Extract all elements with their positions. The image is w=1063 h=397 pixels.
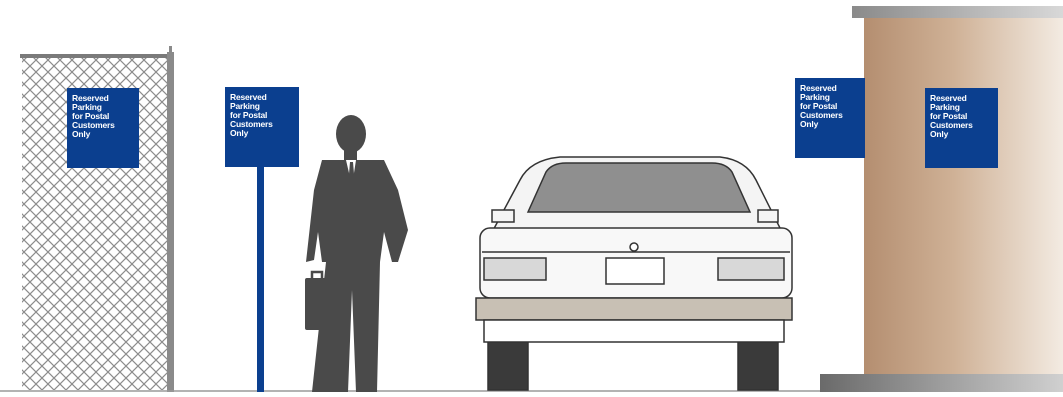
left-mirror (492, 210, 514, 222)
rear-bumper (476, 298, 792, 320)
reserved-parking-sign-column: Reserved Parking for Postal Customers On… (925, 88, 998, 168)
fence-post (167, 52, 174, 392)
reserved-parking-sign-post: Reserved Parking for Postal Customers On… (225, 87, 299, 167)
license-plate (606, 258, 664, 284)
column-cap (852, 6, 1063, 18)
car-rear-view (476, 157, 792, 390)
sign-line: Only (72, 130, 135, 139)
fence-top-rail (20, 54, 172, 58)
sign-line: Only (230, 129, 295, 138)
neck (344, 150, 357, 160)
sign-line: Only (930, 130, 994, 139)
reserved-parking-sign-fence: Reserved Parking for Postal Customers On… (67, 88, 139, 168)
briefcase-handle (312, 272, 322, 280)
head (336, 115, 366, 153)
fence-post-cap (169, 46, 172, 54)
reserved-parking-sign-column-edge: Reserved Parking for Postal Customers On… (795, 78, 865, 158)
rear-window (528, 163, 750, 212)
businessman-figure (305, 115, 408, 392)
undercarriage (484, 320, 784, 342)
car-emblem (630, 243, 638, 251)
building-column (820, 6, 1063, 392)
briefcase (305, 278, 329, 330)
sign-line: Only (800, 120, 861, 129)
sign-post (257, 165, 264, 392)
column-base (820, 374, 1063, 392)
right-mirror (758, 210, 778, 222)
right-taillight (718, 258, 784, 280)
column-shaft (864, 18, 1063, 374)
left-taillight (484, 258, 546, 280)
